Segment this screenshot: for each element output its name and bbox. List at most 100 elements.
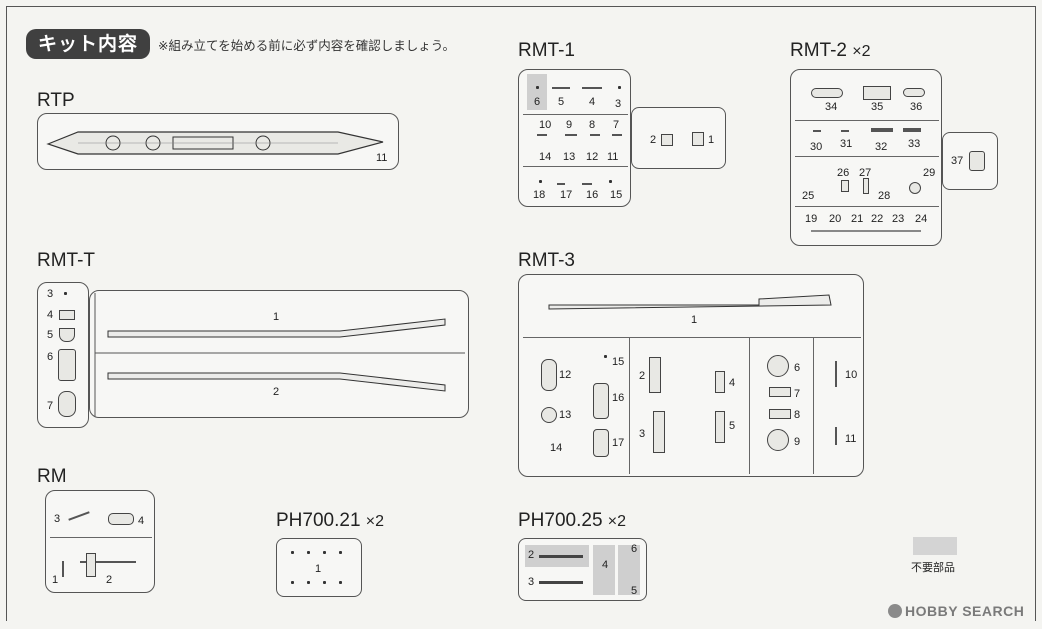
part-number: 28 — [878, 190, 891, 202]
part-number: 1 — [52, 574, 59, 586]
multiplier: ×2 — [852, 43, 871, 60]
multiplier: ×2 — [607, 513, 627, 530]
part-number: 31 — [840, 138, 853, 150]
sprue-ph25-label: PH700.25 ×2 — [518, 510, 627, 531]
sprue-rmt2-label: RMT-2 ×2 — [790, 40, 871, 61]
part-number: 7 — [613, 119, 620, 131]
multiplier: ×2 — [365, 513, 385, 530]
part-number: 13 — [563, 151, 576, 163]
part-number: 10 — [539, 119, 552, 131]
part-number: 27 — [859, 167, 872, 179]
part-number: 34 — [825, 101, 838, 113]
part-number: 16 — [612, 392, 625, 404]
sprue-rtp: 11 — [37, 113, 399, 170]
part-number: 32 — [875, 141, 888, 153]
part-number: 2 — [273, 386, 280, 398]
sprue-rmtt-label: RMT-T — [37, 250, 96, 271]
part-number: 7 — [794, 388, 801, 400]
part-number: 16 — [586, 189, 599, 201]
part-number: 5 — [558, 96, 565, 108]
part-number: 37 — [951, 155, 964, 167]
sprue-ph21-label: PH700.21 ×2 — [276, 510, 385, 531]
part-number: 24 — [915, 213, 928, 225]
watermark-logo-icon — [888, 604, 902, 618]
part-number: 3 — [47, 288, 54, 300]
part-number: 18 — [533, 189, 546, 201]
part-number: 8 — [589, 119, 596, 131]
sprue-rmt2: 34 35 36 30 31 32 33 25 26 27 28 29 19 2… — [790, 69, 942, 246]
hull-deck-part — [46, 131, 384, 155]
part-number: 7 — [47, 400, 54, 412]
sprue-rmt2-extension: 37 — [942, 132, 998, 190]
part-number: 25 — [802, 190, 815, 202]
part-number: 35 — [871, 101, 884, 113]
sprue-rmt3-label: RMT-3 — [518, 250, 575, 271]
part-number: 2 — [528, 549, 535, 561]
part-number: 30 — [810, 141, 823, 153]
part-number: 2 — [639, 370, 646, 382]
part-number: 29 — [923, 167, 936, 179]
sprue-rmt1-extension: 2 1 — [631, 107, 726, 169]
part-number: 20 — [829, 213, 842, 225]
part-number: 15 — [612, 356, 625, 368]
part-number: 5 — [631, 585, 638, 597]
part-number: 5 — [729, 420, 736, 432]
part-number: 4 — [47, 309, 54, 321]
part-number: 17 — [612, 437, 625, 449]
part-number: 3 — [528, 576, 535, 588]
page-frame — [6, 6, 1036, 621]
part-number: 6 — [794, 362, 801, 374]
part-number: 1 — [708, 134, 715, 146]
part-number: 5 — [47, 329, 54, 341]
part-number: 36 — [910, 101, 923, 113]
part-number: 3 — [639, 428, 646, 440]
sprue-rm-label: RM — [37, 466, 67, 487]
part-number: 22 — [871, 213, 884, 225]
part-number: 26 — [837, 167, 850, 179]
kit-contents-title: キット内容 — [26, 29, 150, 59]
part-number: 15 — [610, 189, 623, 201]
part-number: 9 — [794, 436, 801, 448]
part-number: 6 — [47, 351, 54, 363]
part-number: 4 — [602, 559, 609, 571]
unused-parts-swatch — [913, 537, 957, 555]
part-number: 12 — [586, 151, 599, 163]
part-number: 4 — [589, 96, 596, 108]
part-number: 11 — [607, 151, 619, 163]
part-number: 13 — [559, 409, 572, 421]
part-number: 1 — [315, 563, 322, 575]
part-number: 10 — [845, 369, 858, 381]
part-number: 4 — [138, 515, 145, 527]
sprue-rtp-label: RTP — [37, 90, 75, 111]
kit-contents-note: ※組み立てを始める前に必ず内容を確認しましょう。 — [158, 38, 455, 53]
part-number: 1 — [691, 314, 698, 326]
sprue-rm: 3 4 1 2 — [45, 490, 155, 593]
hull-keel-part — [548, 294, 832, 310]
part-number: 9 — [566, 119, 573, 131]
part-number: 8 — [794, 409, 801, 421]
part-number: 2 — [106, 574, 113, 586]
part-number: 14 — [539, 151, 552, 163]
sprue-rmt1-label: RMT-1 — [518, 40, 575, 61]
part-number: 14 — [550, 442, 563, 454]
part-number: 4 — [729, 377, 736, 389]
sprue-ph21: 1 — [276, 538, 362, 597]
unused-part-marker — [527, 74, 547, 110]
part-number: 3 — [54, 513, 61, 525]
sprue-ph25: 2 4 6 3 5 — [518, 538, 647, 601]
part-number: 19 — [805, 213, 818, 225]
sprue-rmt3: 1 12 13 14 15 16 17 2 3 4 5 6 7 8 9 10 1… — [518, 274, 864, 477]
part-number: 11 — [376, 152, 388, 164]
watermark: HOBBY SEARCH — [888, 603, 1024, 619]
part-number: 33 — [908, 138, 921, 150]
part-number: 17 — [560, 189, 573, 201]
hull-side-parts — [94, 293, 465, 417]
sprue-rmt1: 6 5 4 3 10 9 8 7 14 13 12 11 18 17 16 15 — [518, 69, 631, 207]
part-number: 2 — [650, 134, 657, 146]
part-number: 12 — [559, 369, 572, 381]
part-number: 23 — [892, 213, 905, 225]
part-number: 6 — [631, 543, 638, 555]
part-number: 6 — [534, 96, 541, 108]
part-number: 1 — [273, 311, 280, 323]
part-number: 21 — [851, 213, 864, 225]
